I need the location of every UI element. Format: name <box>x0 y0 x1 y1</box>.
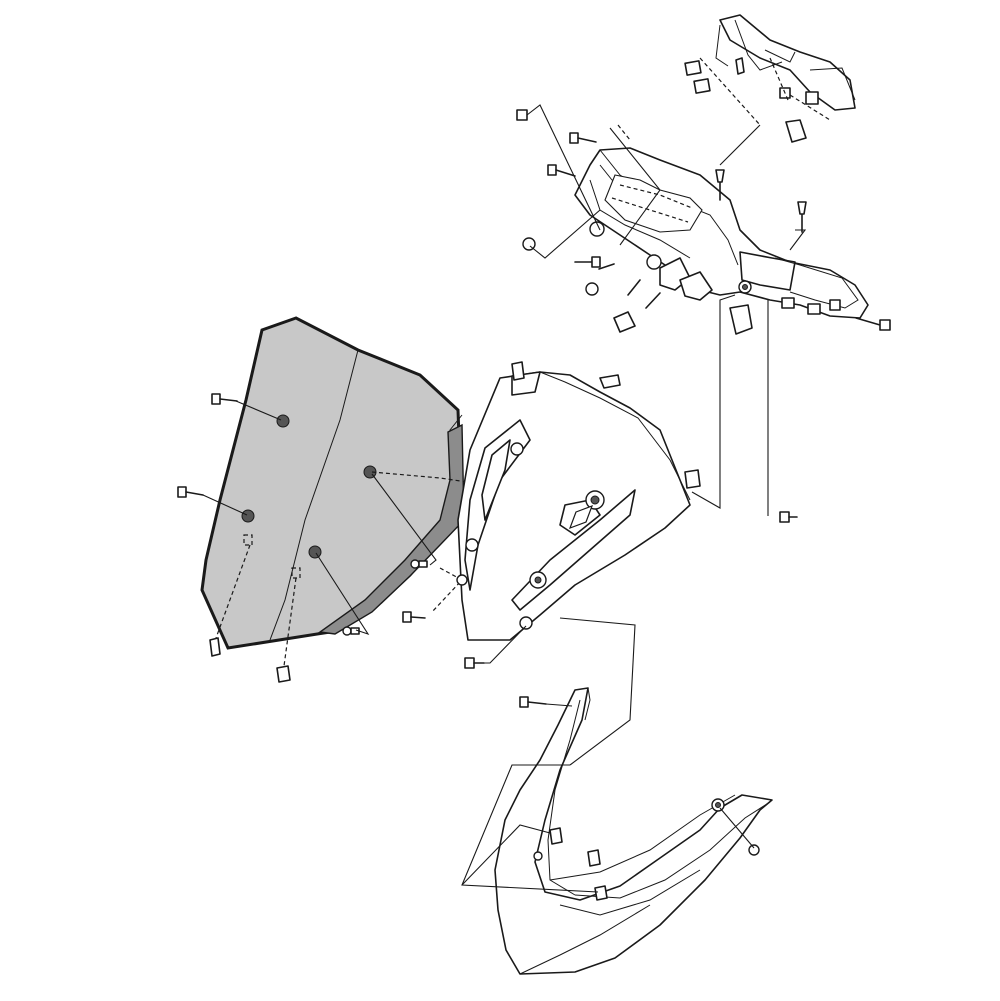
collar <box>585 282 599 296</box>
windscreen <box>200 316 465 650</box>
screw <box>177 486 204 498</box>
bolt <box>464 657 485 669</box>
lower-cover-fasteners <box>461 696 760 893</box>
meter-bracket-assembly <box>574 14 869 335</box>
windscreen-screws <box>177 393 428 683</box>
screw <box>516 109 528 121</box>
bolt <box>547 164 576 177</box>
nut-clip <box>209 637 221 657</box>
grommet <box>613 311 636 333</box>
bracket-fasteners <box>516 104 891 333</box>
nut-clip <box>684 469 701 489</box>
nut-clip <box>549 827 563 845</box>
collar <box>748 844 760 856</box>
bolt <box>569 132 597 144</box>
headlight-lower-cover <box>494 687 773 975</box>
nut-clip <box>587 849 601 867</box>
front-cowl-inner-panel <box>456 361 701 641</box>
mounting-stay <box>684 14 856 143</box>
bolt <box>779 511 798 523</box>
collar <box>342 626 360 636</box>
collar <box>410 559 428 569</box>
nut-clip <box>276 665 291 683</box>
windscreen-hole <box>276 414 290 428</box>
windscreen-hole <box>308 545 322 559</box>
screw <box>211 393 238 405</box>
bolt <box>645 292 661 309</box>
bolt <box>627 279 641 296</box>
bolt <box>519 696 547 708</box>
windscreen-hole <box>241 509 255 523</box>
bolt <box>598 263 615 270</box>
screw <box>402 611 426 623</box>
bolt <box>574 256 601 268</box>
bolt <box>855 317 891 331</box>
